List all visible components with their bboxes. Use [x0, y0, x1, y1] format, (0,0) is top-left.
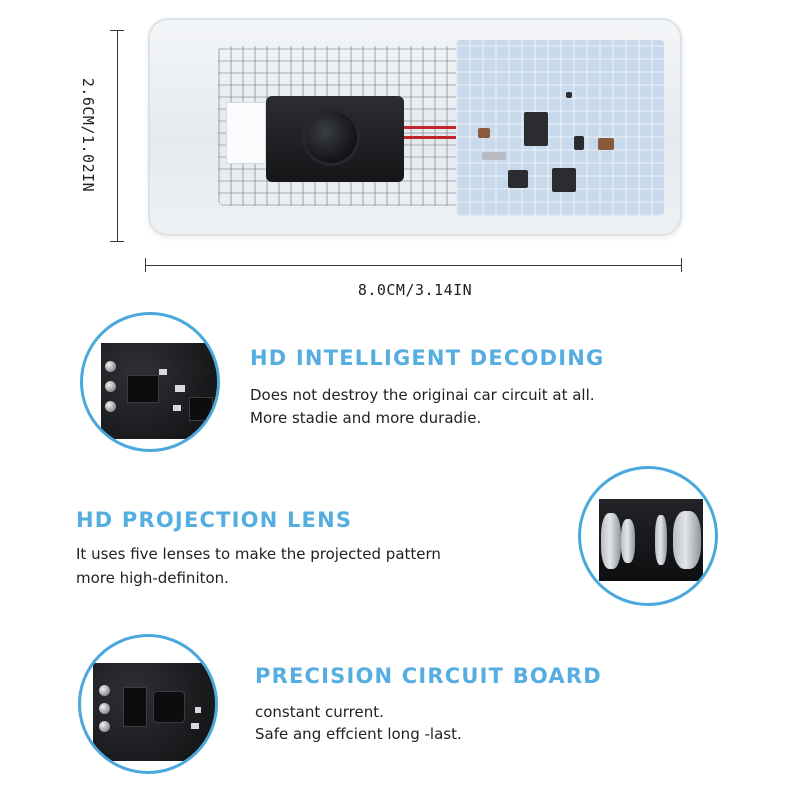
- height-label: 2.6CM/1.02IN: [79, 77, 97, 193]
- solder-pin: [105, 401, 116, 412]
- feature-text-line: more high-definiton.: [76, 569, 229, 587]
- pcb-chip: [524, 112, 548, 146]
- lens-element-icon: [601, 513, 621, 569]
- smd-part: [175, 385, 185, 392]
- decoding-chip-photo: [80, 312, 220, 452]
- width-dimension-tick: [681, 258, 682, 272]
- height-dimension-tick: [110, 30, 124, 31]
- feature-text-line: More stadie and more duradie.: [250, 409, 482, 427]
- circuit-board-image: [101, 343, 217, 439]
- feature-title-lens: HD PROJECTION LENS: [76, 508, 353, 532]
- feature-text-line: constant current.: [255, 703, 384, 721]
- pcb-dot: [566, 92, 572, 98]
- lens-element-icon: [673, 511, 701, 569]
- width-dimension-tick: [145, 258, 146, 272]
- smd-part: [159, 369, 167, 375]
- solder-pin: [99, 721, 110, 732]
- smd-part: [191, 723, 199, 729]
- red-wire: [404, 136, 460, 139]
- solder-pin: [99, 685, 110, 696]
- decoder-chip: [127, 375, 159, 403]
- feature-text-line: Does not destroy the originai car circui…: [250, 386, 595, 404]
- inductor-coil: [153, 691, 185, 723]
- smd-part: [195, 707, 201, 713]
- lens-assembly-image: [599, 499, 703, 581]
- solder-pin: [105, 381, 116, 392]
- lens-element-icon: [621, 519, 635, 563]
- pcb-chip: [552, 168, 576, 192]
- feature-title-decoding: HD INTELLIGENT DECODING: [250, 346, 605, 370]
- solder-pin: [99, 703, 110, 714]
- driver-chip: [123, 687, 147, 727]
- pcb-chip: [508, 170, 528, 188]
- width-dimension-line: [145, 265, 682, 266]
- pcb-resistor: [598, 138, 614, 150]
- regulator-chip: [189, 397, 213, 421]
- height-dimension-line: [117, 30, 118, 242]
- smd-part: [173, 405, 181, 411]
- feature-title-circuit: PRECISION CIRCUIT BOARD: [255, 664, 602, 688]
- lamp-reflector-strip: [226, 102, 266, 164]
- circuit-board-image: [93, 663, 215, 761]
- projector-lens-icon: [302, 108, 360, 166]
- feature-text-line: It uses five lenses to make the projecte…: [76, 545, 441, 563]
- feature-text-line: Safe ang effcient long -last.: [255, 725, 462, 743]
- product-pcb: [456, 40, 664, 216]
- solder-pin: [105, 361, 116, 372]
- pcb-diode: [574, 136, 584, 150]
- projector-module: [266, 96, 404, 182]
- product-photo: [148, 18, 682, 236]
- projection-lens-photo: [578, 466, 718, 606]
- circuit-board-photo: [78, 634, 218, 774]
- pcb-resistor: [478, 128, 490, 138]
- red-wire: [404, 126, 460, 129]
- width-label: 8.0CM/3.14IN: [357, 281, 473, 299]
- lens-element-icon: [655, 515, 667, 565]
- pcb-pad: [482, 152, 506, 160]
- height-dimension-tick: [110, 241, 124, 242]
